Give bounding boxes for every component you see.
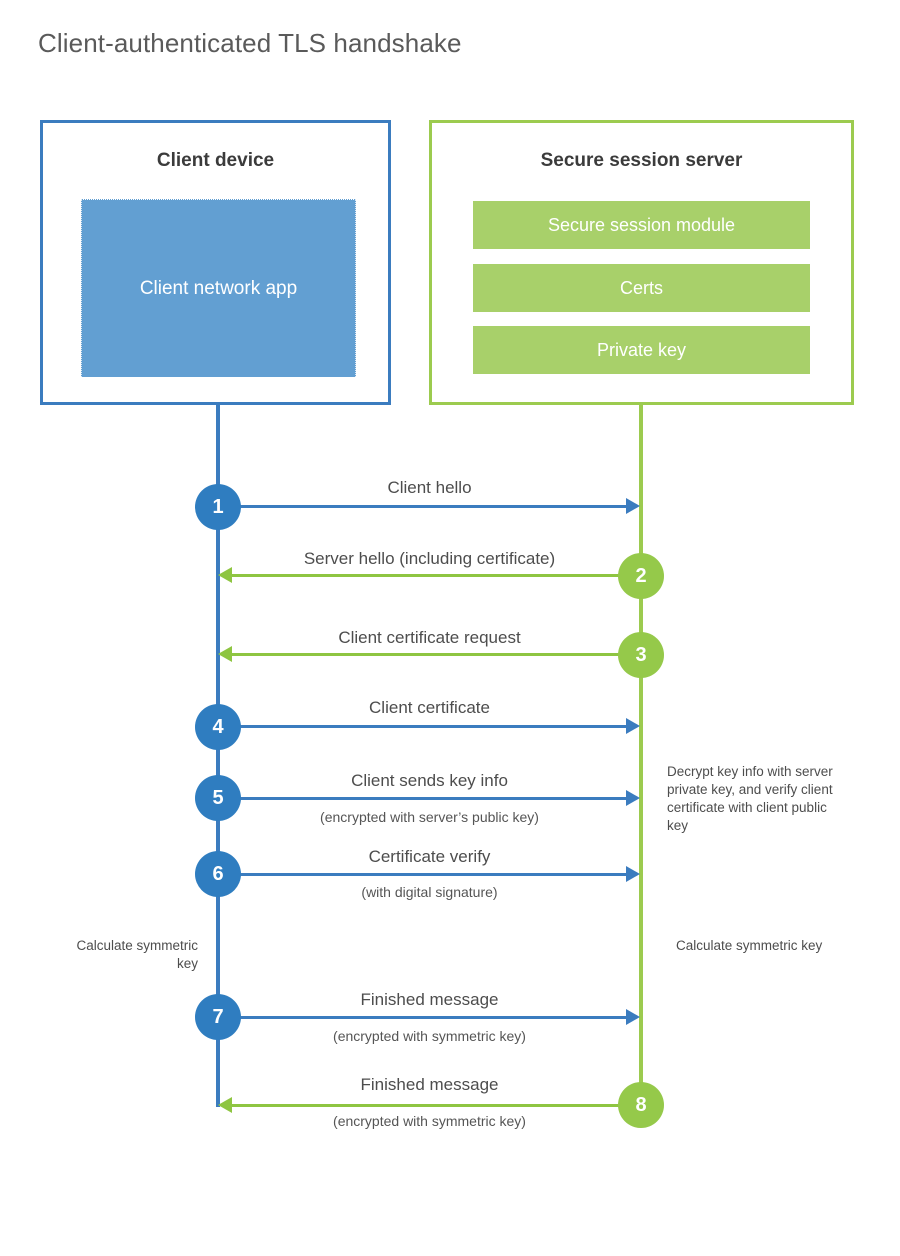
- step-5-circle[interactable]: 5: [195, 775, 241, 821]
- step-2-label: Server hello (including certificate): [303, 549, 556, 568]
- step-4-arrow-line: [218, 725, 626, 728]
- server-component-private-key: Private key: [473, 326, 810, 374]
- step-2-circle[interactable]: 2: [618, 553, 664, 599]
- step-8-circle[interactable]: 8: [618, 1082, 664, 1128]
- step-7-circle[interactable]: 7: [195, 994, 241, 1040]
- step-3-arrow-head: [218, 646, 232, 662]
- step-5-arrow-head: [626, 790, 640, 806]
- step-2-arrow-line: [231, 574, 641, 577]
- step-5-arrow-line: [218, 797, 626, 800]
- step-6-arrow-line: [218, 873, 626, 876]
- step-3-circle[interactable]: 3: [618, 632, 664, 678]
- client-lifeline: [216, 405, 220, 1107]
- step-8-arrow-line: [231, 1104, 641, 1107]
- step-8-label: Finished message: [360, 1075, 499, 1094]
- step-1-arrow-line: [218, 505, 626, 508]
- step-3-arrow-line: [231, 653, 641, 656]
- client-calculate-symmetric-key-note: Calculate symmetric key: [76, 938, 198, 971]
- step-4-circle[interactable]: 4: [195, 704, 241, 750]
- step-6-circle[interactable]: 6: [195, 851, 241, 897]
- step-6-sublabel: (with digital signature): [361, 884, 498, 900]
- step-1-circle[interactable]: 1: [195, 484, 241, 530]
- step-6-arrow-head: [626, 866, 640, 882]
- secure-session-server-box: Secure session server Secure session mod…: [429, 120, 854, 405]
- step-1-label: Client hello: [387, 478, 472, 497]
- secure-session-server-title: Secure session server: [540, 150, 743, 171]
- step-4-label: Client certificate: [369, 698, 490, 717]
- client-network-app-block: Client network app: [81, 199, 356, 377]
- step-5-sublabel: (encrypted with server’s public key): [320, 809, 539, 825]
- client-device-box: Client device Client network app: [40, 120, 391, 405]
- server-calculate-symmetric-key-note: Calculate symmetric key: [676, 938, 823, 953]
- step-6-label: Certificate verify: [368, 847, 491, 866]
- step-7-arrow-head: [626, 1009, 640, 1025]
- step-1-arrow-head: [626, 498, 640, 514]
- step-4-arrow-head: [626, 718, 640, 734]
- client-network-app-label: Client network app: [139, 278, 298, 299]
- page-title: Client-authenticated TLS handshake: [38, 28, 462, 58]
- step-8-sublabel: (encrypted with symmetric key): [333, 1113, 526, 1129]
- step-7-sublabel: (encrypted with symmetric key): [333, 1028, 526, 1044]
- step-2-arrow-head: [218, 567, 232, 583]
- server-component-secure-session-module: Secure session module: [473, 201, 810, 249]
- step-5-label: Client sends key info: [351, 771, 508, 790]
- client-device-title: Client device: [156, 150, 275, 171]
- step-7-arrow-line: [218, 1016, 626, 1019]
- step-3-label: Client certificate request: [338, 628, 521, 647]
- step-8-arrow-head: [218, 1097, 232, 1113]
- server-decrypt-note: Decrypt key info with server private key…: [667, 764, 833, 833]
- step-7-label: Finished message: [360, 990, 499, 1009]
- server-component-certs: Certs: [473, 264, 810, 312]
- server-lifeline: [639, 405, 643, 1107]
